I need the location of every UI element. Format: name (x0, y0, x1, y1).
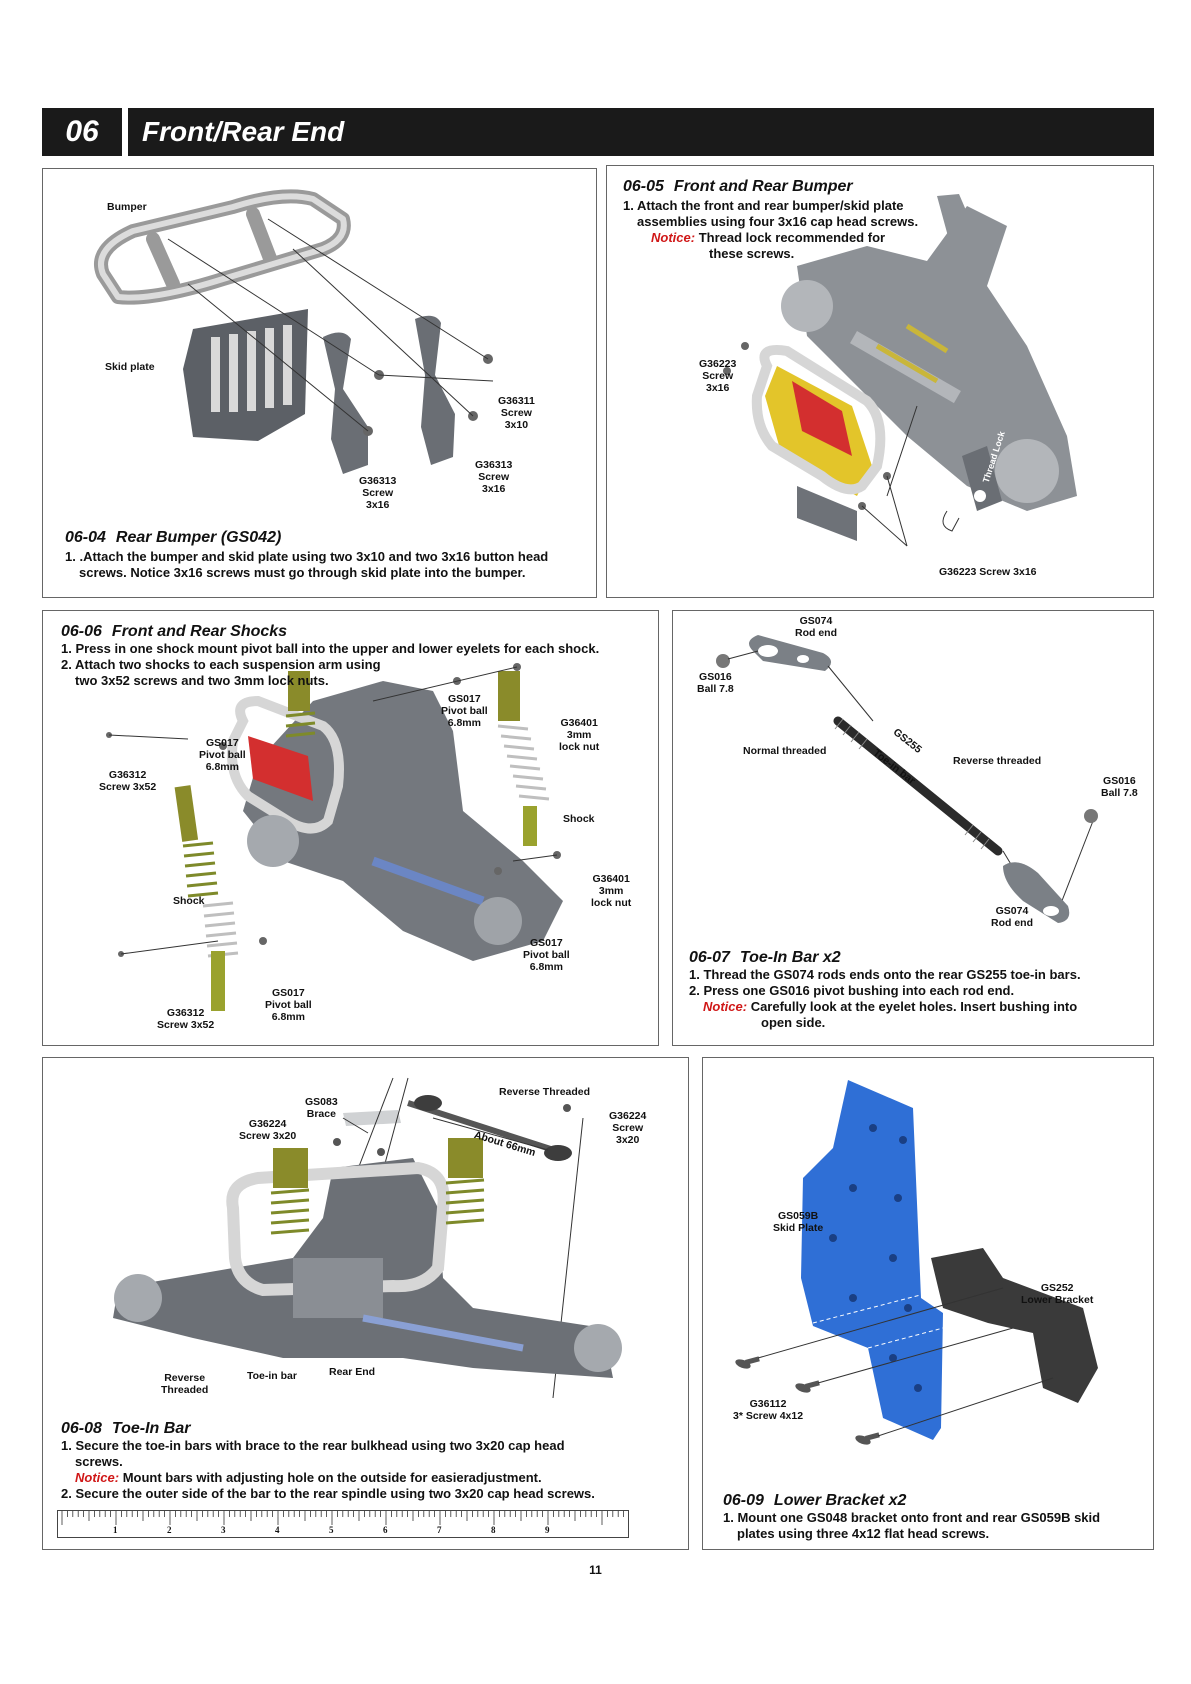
step-instructions: 1. Attach the front and rear bumper/skid… (623, 198, 919, 261)
shock-label-right: Shock (563, 813, 595, 825)
toe-in-rod-top (407, 1095, 572, 1161)
ruler-label: 7 (437, 1525, 442, 1535)
reverse-threaded-top-label: Reverse Threaded (499, 1086, 591, 1098)
bumper-mount-brackets (323, 315, 455, 474)
normal-threaded-label: Normal threaded (743, 745, 827, 757)
step-instructions: 1. Thread the GS074 rods ends onto the r… (689, 967, 1081, 1030)
notice-label: Notice: (651, 230, 696, 245)
lower-bracket-part (931, 1248, 1098, 1403)
ruler-label: 8 (491, 1525, 496, 1535)
ball-right (1084, 809, 1098, 823)
skid-plate-part (183, 309, 308, 441)
g36223-label-bottom: G36223 Screw 3x16 (939, 566, 1037, 578)
page-number: 11 (589, 1563, 602, 1577)
bumper-label: Bumper (107, 201, 147, 213)
skid-plate-label: Skid plate (105, 361, 155, 373)
chassis-assembly (797, 194, 1077, 511)
rod-end-bottom (1003, 862, 1070, 923)
ruler-label: 6 (383, 1525, 388, 1535)
front-bumper-part (751, 345, 886, 541)
chassis-assembly (113, 1158, 622, 1378)
chassis-assembly (227, 681, 563, 961)
measuring-ruler: 1 2 3 4 5 6 7 8 9 (57, 1510, 629, 1538)
shock-left (174, 785, 239, 1011)
screws (735, 1356, 880, 1445)
rod-end-top (749, 635, 832, 671)
ruler-label: 2 (167, 1525, 172, 1535)
notice-label: Notice: (75, 1470, 120, 1485)
shock-label-left: Shock (173, 895, 205, 907)
ruler-ticks (61, 1511, 624, 1525)
toe-in-bar (833, 716, 1003, 856)
lower-bracket-illustration (735, 1080, 1098, 1445)
step-instructions: 1. Secure the toe-in bars with brace to … (61, 1438, 595, 1501)
toe-in-bar-illustration (716, 635, 1098, 923)
shock-right (448, 1138, 483, 1178)
ball-left (716, 654, 730, 668)
shock-right (497, 671, 550, 846)
ruler-label: 1 (113, 1525, 118, 1535)
section-number: 06 (42, 108, 122, 156)
ruler-label: 4 (275, 1525, 280, 1535)
toe-in-bar-install-illustration (113, 1077, 622, 1399)
step-instructions: 1. .Attach the bumper and skid plate usi… (65, 549, 549, 580)
reverse-threaded-label: Reverse threaded (953, 755, 1042, 767)
shock-left-upper (285, 671, 316, 738)
rear-bumper-illustration (94, 189, 494, 474)
toe-in-bar-label: Toe-in bar (247, 1370, 297, 1382)
rear-end-label: Rear End (329, 1366, 376, 1378)
skid-plate-part (801, 1080, 943, 1440)
step-instructions: 1. Mount one GS048 bracket onto front an… (723, 1510, 1101, 1541)
shock-left (273, 1148, 308, 1188)
notice-label: Notice: (703, 999, 748, 1014)
brace-part (343, 1110, 401, 1126)
shocks-illustration (106, 663, 563, 1011)
step-instructions: 1. Press in one shock mount pivot ball i… (61, 641, 600, 688)
front-rear-bumper-illustration (723, 194, 1077, 547)
section-title: Front/Rear End (128, 108, 1154, 156)
ruler-label: 5 (329, 1525, 334, 1535)
ruler-label: 3 (221, 1525, 226, 1535)
ruler-label: 9 (545, 1525, 550, 1535)
thread-lock-tag (942, 446, 1002, 532)
